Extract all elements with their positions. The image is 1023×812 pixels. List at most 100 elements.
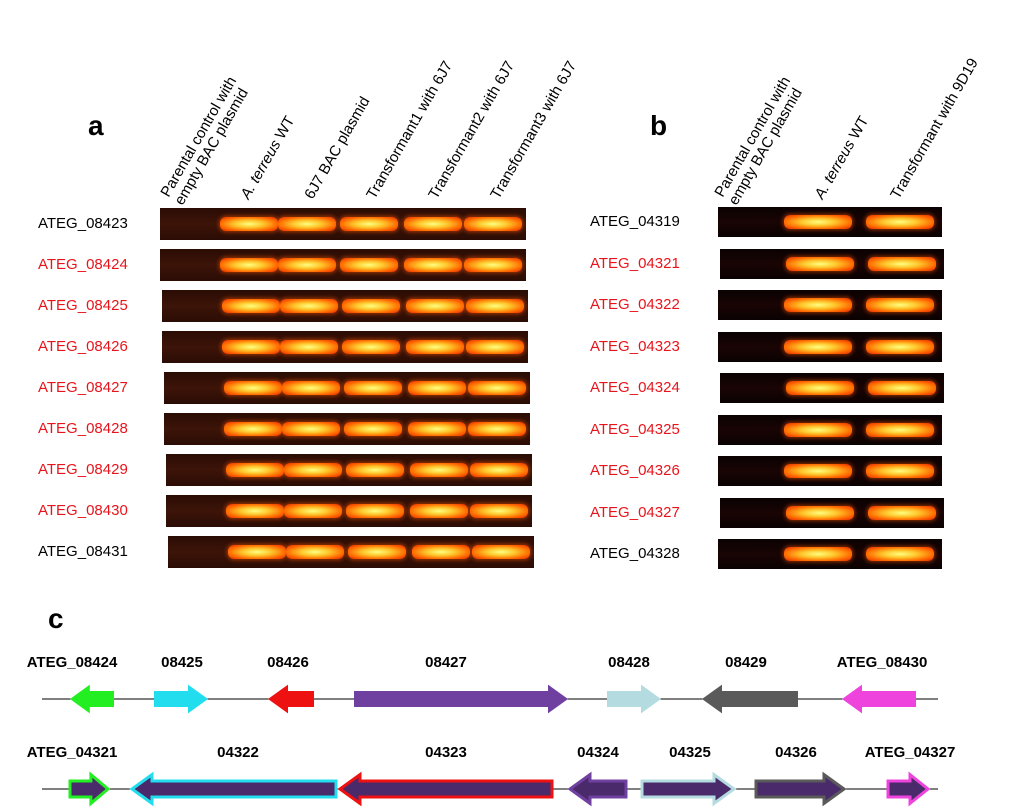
gel-band [466, 340, 524, 354]
gel-strip [720, 497, 944, 528]
gel-band [866, 339, 934, 354]
gene-arrow-row2 [754, 771, 847, 807]
gel-band [226, 504, 284, 518]
gel-band [786, 381, 854, 395]
gel-band [866, 298, 934, 312]
gel-band [784, 422, 852, 437]
gene-arrow-row1 [607, 684, 661, 714]
gel-gene-label: ATEG_08427 [38, 379, 128, 396]
gene-arrow-row2 [129, 771, 338, 807]
gene-arrow-row1 [70, 684, 114, 714]
gene-label-row2: 04324 [577, 744, 619, 761]
gel-band [786, 505, 854, 520]
gel-band [406, 340, 464, 354]
gel-band [784, 339, 852, 354]
gel-band [220, 217, 278, 231]
gel-gene-label: ATEG_04322 [590, 296, 680, 313]
gene-arrow-row1 [354, 684, 568, 714]
gel-gene-label: ATEG_08425 [38, 297, 128, 314]
gel-band [868, 381, 936, 395]
gene-label-row1: ATEG_08424 [26, 654, 118, 671]
gel-band [220, 258, 278, 272]
gel-gene-label: ATEG_04321 [590, 254, 680, 272]
gel-gene-label: ATEG_04319 [590, 213, 680, 230]
gel-gene-label: ATEG_04326 [590, 462, 680, 479]
gel-band [868, 505, 936, 520]
gel-band [466, 299, 524, 313]
gel-band [470, 504, 528, 518]
gel-band [280, 299, 338, 313]
gel-band [468, 381, 526, 395]
gene-arrow-row2 [68, 771, 111, 807]
gel-band [282, 381, 340, 395]
gene-label-row2: 04326 [775, 744, 817, 761]
gel-band [784, 464, 852, 478]
gel-band [286, 545, 344, 559]
gene-arrow-row1 [842, 684, 916, 714]
gel-band [228, 545, 286, 559]
gel-band [342, 299, 400, 313]
gel-strip [166, 454, 532, 486]
gel-band [866, 547, 934, 561]
gel-band [464, 217, 522, 231]
gel-band [408, 381, 466, 395]
gene-arrow-row1 [154, 684, 208, 714]
gel-gene-label: ATEG_08428 [38, 420, 128, 437]
gel-band [866, 464, 934, 478]
gel-strip [718, 207, 942, 237]
gel-strip [160, 208, 526, 240]
gel-strip [718, 290, 942, 320]
gel-gene-label: ATEG_04324 [590, 379, 680, 396]
gel-band [280, 340, 338, 354]
gene-label-row1: 08427 [425, 654, 467, 671]
gel-band [344, 422, 402, 436]
gel-band [282, 422, 340, 436]
gel-gene-label: ATEG_04328 [590, 545, 680, 562]
gene-label-row1: 08429 [725, 654, 767, 671]
gel-strip [162, 331, 528, 363]
gel-gene-label: ATEG_08431 [38, 543, 128, 560]
gel-strip [720, 248, 944, 279]
gel-band [470, 463, 528, 477]
gel-gene-label: ATEG_08423 [38, 215, 128, 232]
gel-band [284, 504, 342, 518]
gel-band [868, 256, 936, 271]
gene-label-row2: ATEG_04321 [26, 744, 118, 761]
gene-label-row1: 08425 [161, 654, 203, 671]
gel-strip [720, 373, 944, 403]
gel-gene-label: ATEG_08424 [38, 256, 128, 273]
gel-band [346, 463, 404, 477]
gel-band [406, 299, 464, 313]
gel-strip [164, 372, 530, 404]
gel-band [340, 258, 398, 272]
gel-gene-label: ATEG_04327 [590, 503, 680, 521]
gel-band [866, 215, 934, 229]
gel-band [866, 422, 934, 437]
gene-label-row2: 04325 [669, 744, 711, 761]
gel-band [404, 258, 462, 272]
gel-band [340, 217, 398, 231]
gel-gene-label: ATEG_08430 [38, 502, 128, 519]
panel-b-letter: b [650, 110, 668, 141]
gel-strip [160, 249, 526, 281]
gel-strip [168, 536, 534, 568]
gel-band [278, 258, 336, 272]
gel-strip [718, 539, 942, 569]
gel-strip [166, 495, 532, 527]
gene-label-row1: ATEG_08430 [836, 654, 928, 671]
gene-arrow-row2 [886, 771, 931, 807]
gene-arrow-row2 [567, 771, 628, 807]
gel-band [224, 381, 282, 395]
gel-band [786, 256, 854, 271]
gel-gene-label: ATEG_08426 [38, 338, 128, 355]
gel-band [222, 299, 280, 313]
gel-band [408, 422, 466, 436]
gene-label-row2: ATEG_04327 [864, 744, 956, 761]
gel-band [410, 463, 468, 477]
gel-strip [718, 331, 942, 362]
gel-band [222, 340, 280, 354]
panel-a-letter: a [88, 110, 104, 141]
gel-band [468, 422, 526, 436]
gene-arrow-row2 [337, 771, 554, 807]
